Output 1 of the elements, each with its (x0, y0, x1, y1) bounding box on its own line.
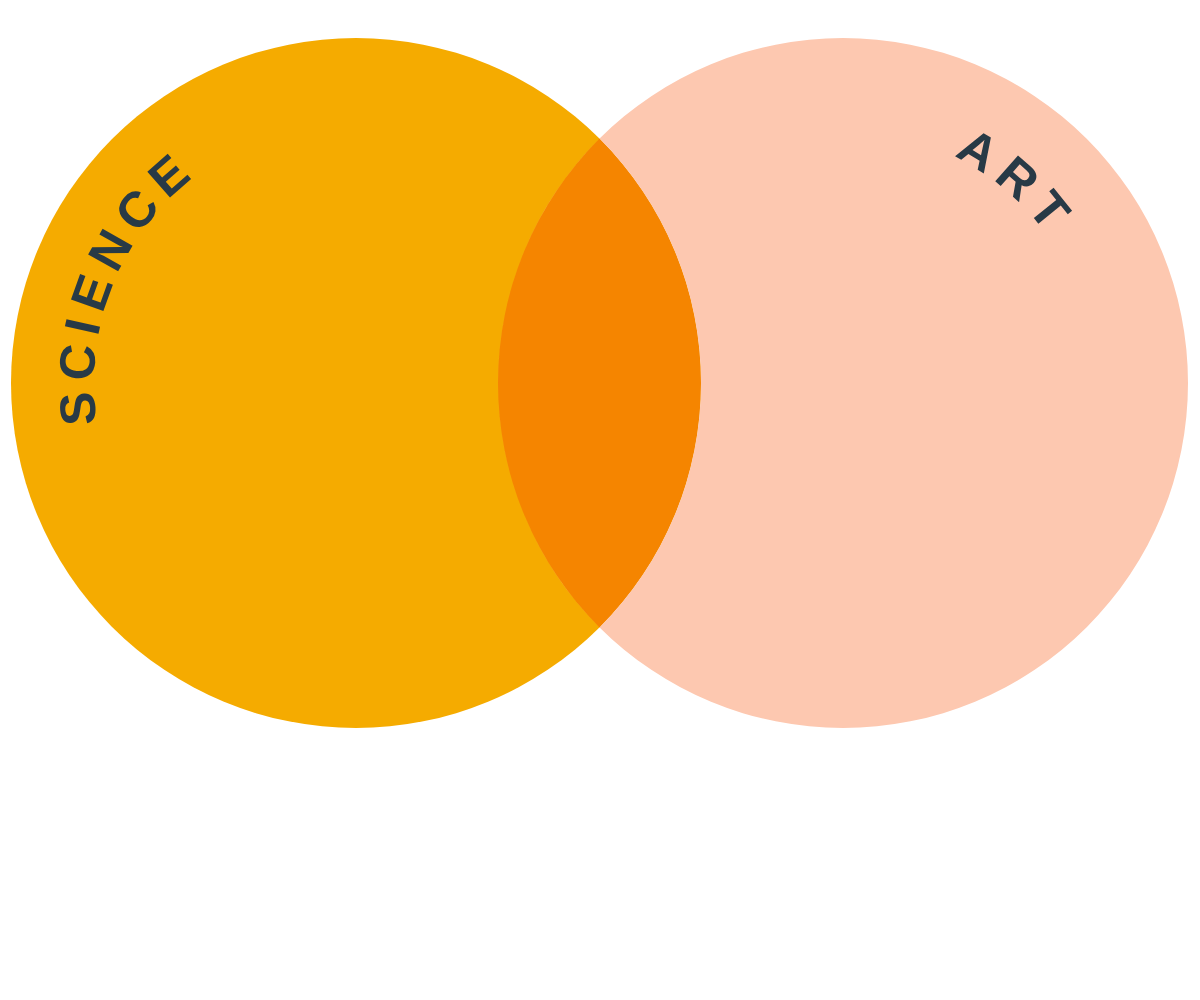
venn-circle (11, 38, 701, 728)
